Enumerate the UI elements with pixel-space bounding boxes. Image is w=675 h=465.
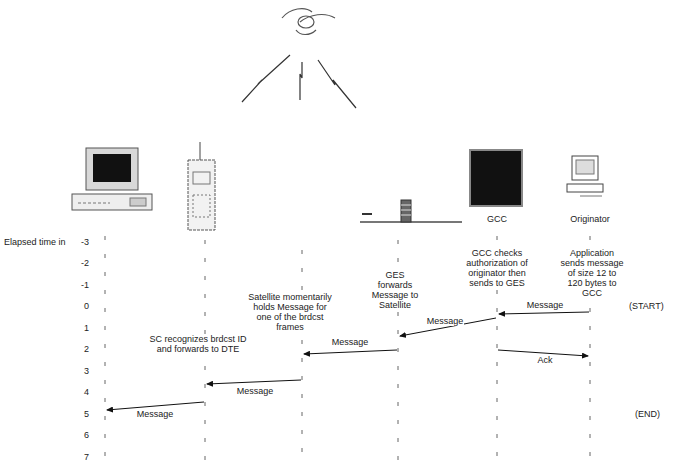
message-arrow: [107, 312, 589, 410]
time-tick: -2: [80, 258, 90, 268]
originator-computer-icon: [567, 156, 603, 196]
message-label: Message: [526, 300, 565, 310]
satellite-icon: [282, 9, 335, 35]
time-tick: 2: [83, 344, 90, 354]
step-note: SC recognizes brdcst ID and forwards to …: [147, 334, 249, 354]
lifeline: [105, 236, 590, 462]
message-label: Ack: [536, 355, 553, 365]
axis-title: Elapsed time in: [3, 237, 67, 247]
step-note: GES forwards Message to Satellite: [366, 270, 424, 310]
radio-link: [242, 55, 356, 108]
time-tick: 7: [83, 452, 90, 462]
step-note: Application sends message of size 12 to …: [558, 248, 626, 298]
phase-marker: (START): [628, 301, 665, 311]
time-tick: 0: [83, 301, 90, 311]
participant-name: Originator: [569, 214, 611, 224]
participant-name: GCC: [486, 214, 508, 224]
step-note: Satellite momentarily holds Message for …: [247, 292, 333, 332]
time-tick: 4: [83, 387, 90, 397]
time-tick: 1: [83, 323, 90, 333]
time-tick: 3: [83, 366, 90, 376]
dte-computer-icon: [72, 148, 152, 210]
message-label: Message: [136, 409, 175, 419]
time-tick: -3: [80, 237, 90, 247]
time-tick: -1: [80, 280, 90, 290]
phase-marker: (END): [634, 409, 661, 419]
step-note: GCC checks authorization of originator t…: [462, 248, 532, 288]
time-tick: 6: [83, 430, 90, 440]
message-label: Message: [236, 386, 275, 396]
message-label: Message: [426, 316, 465, 326]
gcc-server-icon: [470, 150, 522, 206]
sc-terminal-icon: [188, 142, 215, 230]
time-tick: 5: [83, 409, 90, 419]
message-label: Message: [331, 337, 370, 347]
ges-earth-station-icon: [360, 200, 462, 222]
